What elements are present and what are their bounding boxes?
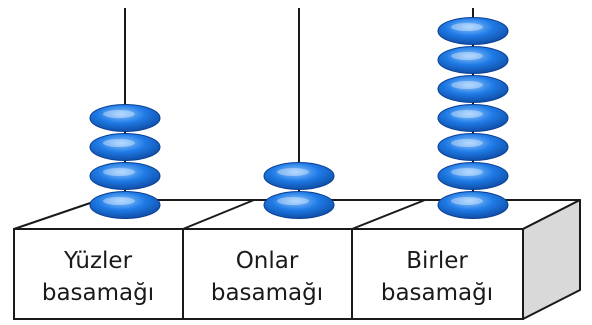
bead-ones xyxy=(437,46,509,74)
bead-highlight xyxy=(103,139,135,147)
bead-highlight xyxy=(451,110,483,118)
bead-highlight xyxy=(277,197,309,205)
bead-highlight xyxy=(451,197,483,205)
beads-hundreds xyxy=(89,104,161,219)
base-front-ones xyxy=(351,228,524,320)
bead-hundreds xyxy=(89,162,161,190)
bead-highlight xyxy=(451,52,483,60)
label-hundreds-line2: basamağı xyxy=(42,280,154,306)
top-divider-1 xyxy=(182,199,255,230)
bead-ones xyxy=(437,104,509,132)
bead-highlight xyxy=(103,197,135,205)
bead-hundreds xyxy=(89,191,161,219)
bead-ones xyxy=(437,17,509,45)
bead-ones xyxy=(437,191,509,219)
beads-ones xyxy=(437,17,509,219)
bead-highlight xyxy=(451,139,483,147)
bead-ones xyxy=(437,133,509,161)
bead-highlight xyxy=(451,168,483,176)
bead-tens xyxy=(263,162,335,190)
bead-hundreds xyxy=(89,104,161,132)
bead-tens xyxy=(263,191,335,219)
label-ones-line2: basamağı xyxy=(381,280,493,306)
bead-highlight xyxy=(451,23,483,31)
beads-tens xyxy=(263,162,335,219)
label-hundreds-line1: Yüzler xyxy=(63,248,133,274)
bead-ones xyxy=(437,75,509,103)
label-tens-line1: Onlar xyxy=(236,248,299,274)
top-divider-2 xyxy=(351,199,426,230)
label-tens-line2: basamağı xyxy=(211,280,323,306)
bead-highlight xyxy=(451,81,483,89)
bead-ones xyxy=(437,162,509,190)
bead-hundreds xyxy=(89,133,161,161)
bead-highlight xyxy=(103,168,135,176)
label-ones-line1: Birler xyxy=(406,248,468,274)
bead-highlight xyxy=(103,110,135,118)
bead-highlight xyxy=(277,168,309,176)
